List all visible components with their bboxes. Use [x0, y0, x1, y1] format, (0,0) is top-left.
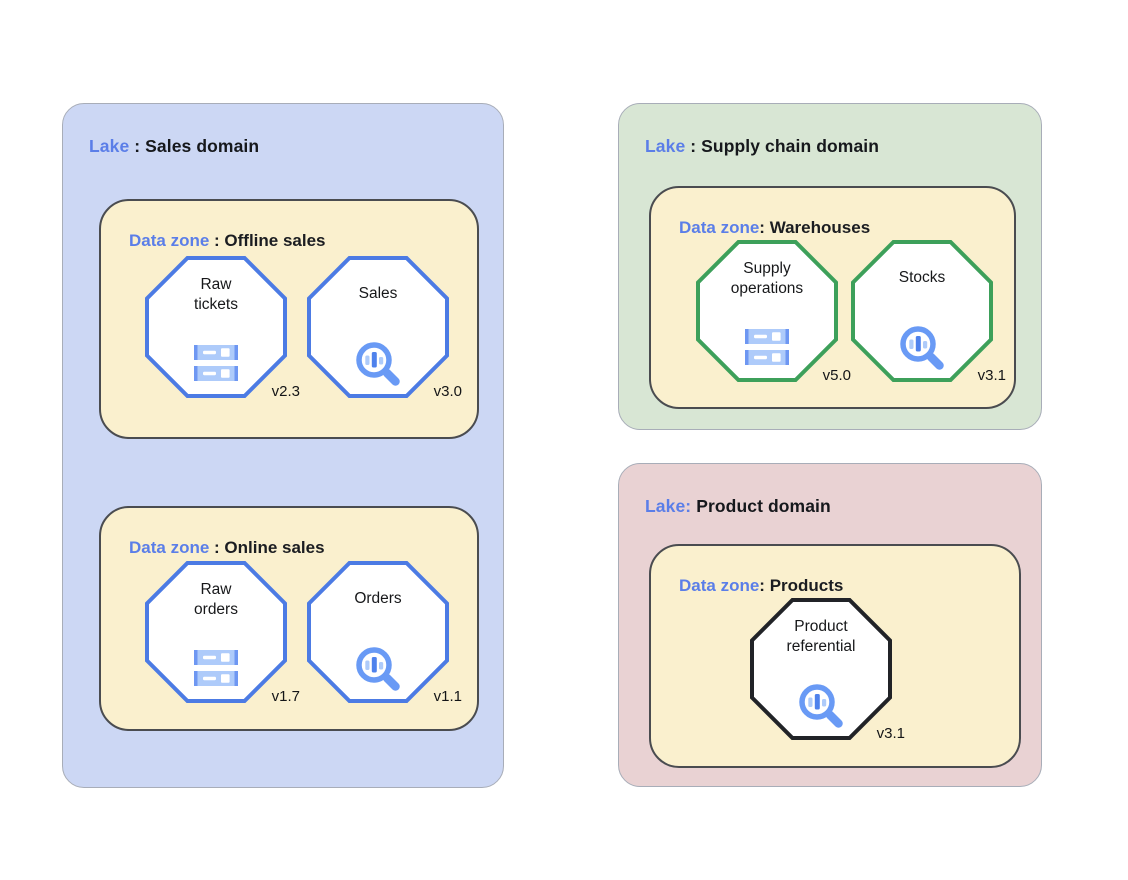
search-analytics-icon: [897, 323, 947, 373]
search-analytics-icon: [353, 644, 403, 694]
asset-sales: Sales v3.0: [307, 256, 462, 400]
zone-title: Data zone : Offline sales: [129, 231, 326, 251]
version-badge: v1.7: [271, 688, 300, 705]
asset-label: Orders: [354, 590, 402, 607]
version-badge: v3.1: [977, 367, 1006, 384]
zone-keyword: Data zone: [129, 231, 210, 250]
asset-label: Raw tickets: [194, 276, 238, 314]
zone-name: Products: [769, 576, 844, 595]
data-zone-products: Data zone: Products Product referential …: [649, 544, 1021, 768]
title-separator: :: [129, 135, 146, 156]
asset-supply-operations: Supply operations v5.0: [696, 240, 851, 384]
title-separator: :: [759, 218, 770, 237]
title-separator: :: [685, 135, 702, 156]
storage-icon: [745, 329, 789, 365]
asset-raw-tickets: Raw tickets v2.3: [145, 256, 300, 400]
version-badge: v1.1: [433, 688, 462, 705]
storage-icon: [194, 650, 238, 686]
data-zone-warehouses: Data zone: Warehouses Supply operations …: [649, 186, 1016, 409]
zone-keyword: Data zone: [129, 538, 210, 557]
lake-title: Lake : Supply chain domain: [645, 136, 879, 157]
asset-label: Stocks: [898, 269, 946, 286]
zone-title: Data zone: Warehouses: [679, 218, 870, 238]
lake-product-domain: Lake: Product domain Data zone: Products…: [618, 463, 1042, 787]
version-badge: v3.1: [876, 725, 905, 742]
search-analytics-icon: [353, 339, 403, 389]
zone-keyword: Data zone: [679, 218, 760, 237]
zone-name: Warehouses: [769, 218, 871, 237]
zone-title: Data zone : Online sales: [129, 538, 325, 558]
lake-sales-domain: Lake : Sales domain Data zone : Offline …: [62, 103, 504, 788]
lake-title: Lake : Sales domain: [89, 136, 259, 157]
version-badge: v2.3: [271, 383, 300, 400]
asset-stocks: Stocks v3.1: [851, 240, 1006, 384]
zone-keyword: Data zone: [679, 576, 760, 595]
data-zone-online-sales: Data zone : Online sales Raw orders v1.7…: [99, 506, 479, 731]
lake-name: Sales domain: [145, 135, 260, 156]
data-zone-offline-sales: Data zone : Offline sales Raw tickets v2…: [99, 199, 479, 439]
lake-title: Lake: Product domain: [645, 496, 831, 517]
zone-name: Online sales: [224, 538, 325, 557]
version-badge: v5.0: [822, 367, 851, 384]
lake-name: Supply chain domain: [701, 135, 880, 156]
lake-name: Product domain: [696, 495, 831, 516]
lake-keyword: Lake:: [645, 495, 692, 516]
asset-label: Product referential: [786, 618, 856, 656]
asset-label: Sales: [358, 285, 398, 302]
version-badge: v3.0: [433, 383, 462, 400]
title-separator: :: [209, 538, 225, 557]
asset-label: Supply operations: [730, 260, 804, 298]
search-analytics-icon: [796, 681, 846, 731]
asset-product-referential: Product referential v3.1: [750, 598, 905, 742]
asset-label: Raw orders: [194, 581, 238, 619]
zone-name: Offline sales: [224, 231, 326, 250]
title-separator: :: [759, 576, 770, 595]
storage-icon: [194, 345, 238, 381]
lake-keyword: Lake: [645, 135, 686, 156]
lake-keyword: Lake: [89, 135, 130, 156]
asset-raw-orders: Raw orders v1.7: [145, 561, 300, 705]
lake-supply-chain-domain: Lake : Supply chain domain Data zone: Wa…: [618, 103, 1042, 430]
title-separator: :: [209, 231, 225, 250]
asset-orders: Orders v1.1: [307, 561, 462, 705]
zone-title: Data zone: Products: [679, 576, 843, 596]
